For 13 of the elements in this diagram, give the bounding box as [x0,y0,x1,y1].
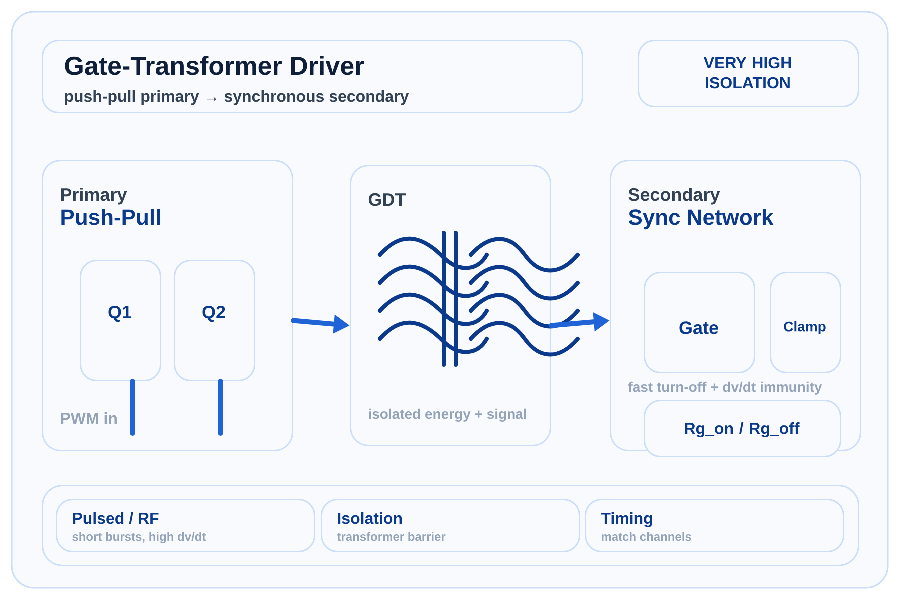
component-box: Clamp [770,272,842,374]
info-card: Isolation transformer barrier [321,499,580,552]
info-card: Pulsed / RF short bursts, high dv/dt [56,499,316,552]
transistor-box: Q1 [80,260,162,382]
signal-line [218,379,224,436]
transistor-box: Q2 [174,260,256,382]
resistor-box: Rg_on / Rg_off [644,400,842,458]
section-box: GDT isolated energy + signal [350,165,552,446]
signal-line [130,379,136,436]
info-card: Timing match channels [585,499,844,552]
header-box: Gate-Transformer Driver push-pull primary → synchronous secondary [42,40,584,114]
note-box: VERY HIGH ISOLATION [638,40,860,108]
component-box: Gate [644,272,756,374]
